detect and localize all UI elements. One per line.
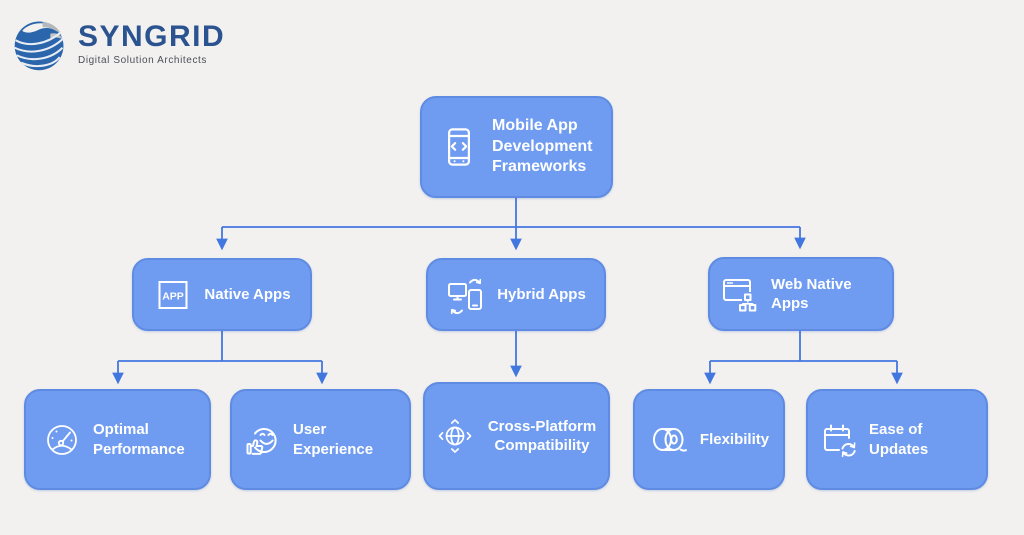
flexibility-label: Flexibility bbox=[699, 430, 770, 448]
flexibility-box: Flexibility bbox=[633, 389, 785, 490]
web-native-apps-label: Web Native Apps bbox=[771, 275, 852, 313]
root-label: Mobile App Development Frameworks bbox=[492, 116, 593, 176]
hybrid-apps-label: Hybrid Apps bbox=[497, 285, 586, 303]
user-experience-box: User Experience bbox=[230, 389, 411, 490]
root-box-mobile-app-development-frameworks: Mobile App Development Frameworks bbox=[420, 96, 613, 198]
logo-title: SYNGRID bbox=[78, 20, 226, 53]
hybrid-apps-box: Hybrid Apps bbox=[426, 258, 606, 331]
logo-tagline: Digital Solution Architects bbox=[78, 55, 208, 66]
svg-text:APP: APP bbox=[163, 290, 185, 302]
native-apps-box: APP Native Apps bbox=[132, 258, 312, 331]
native-apps-label: Native Apps bbox=[204, 285, 291, 303]
cross-platform-compatibility-box: Cross-Platform Compatibility bbox=[423, 382, 610, 490]
speedometer-icon bbox=[42, 420, 82, 460]
user-experience-label: User Experience bbox=[293, 421, 374, 458]
calendar-refresh-icon bbox=[818, 420, 858, 460]
browser-nodes-icon bbox=[720, 274, 760, 314]
logo-text-block: SYNGRID Digital Solution Architects bbox=[78, 20, 226, 67]
mobile-code-icon bbox=[437, 125, 481, 169]
syngrid-logo-icon bbox=[14, 21, 65, 71]
optimal-performance-box: Optimal Performance bbox=[24, 389, 211, 490]
roll-icon bbox=[649, 420, 689, 460]
ease-of-updates-box: Ease of Updates bbox=[806, 389, 988, 490]
web-native-apps-box: Web Native Apps bbox=[708, 257, 894, 331]
cross-platform-compatibility-label: Cross-Platform Compatibility bbox=[487, 417, 597, 455]
optimal-performance-label: Optimal Performance bbox=[93, 421, 185, 458]
ease-of-updates-label: Ease of Updates bbox=[869, 421, 929, 458]
globe-arrows-icon bbox=[435, 416, 475, 456]
app-square-icon: APP bbox=[153, 275, 193, 315]
devices-sync-icon bbox=[446, 275, 486, 315]
logo: SYNGRID Digital Solution Architects bbox=[10, 14, 225, 74]
smiley-thumbs-up-icon bbox=[242, 420, 282, 460]
